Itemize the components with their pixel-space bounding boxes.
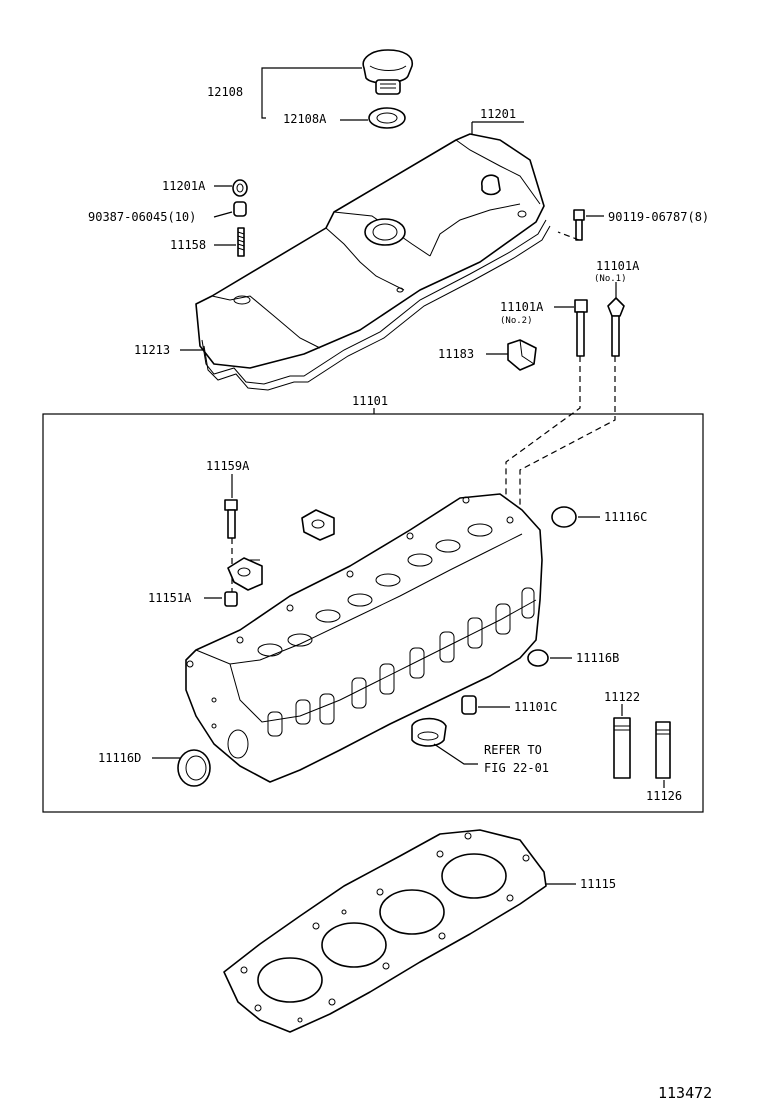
cylinder-head-cover xyxy=(195,133,545,369)
label-refer-to: REFER TO xyxy=(484,743,542,757)
label-11201a: 11201A xyxy=(162,179,206,193)
label-11122: 11122 xyxy=(604,690,640,704)
grommet-11201a xyxy=(232,179,248,197)
oil-filler-cap xyxy=(362,49,413,95)
label-11101a-no1: 11101A xyxy=(596,259,640,273)
label-fig-ref: FIG 22-01 xyxy=(484,761,549,775)
label-12108a: 12108A xyxy=(283,112,327,126)
label-11116c: 11116C xyxy=(604,510,647,524)
insert-11101c xyxy=(461,695,477,715)
refer-part xyxy=(411,717,447,747)
stud-11158 xyxy=(237,227,245,257)
label-11101: 11101 xyxy=(352,394,388,408)
plug-11116b xyxy=(527,649,549,667)
bracket-11183 xyxy=(507,339,537,371)
label-11183: 11183 xyxy=(438,347,474,361)
cylinder-head xyxy=(185,493,543,783)
camshaft-cap-loose xyxy=(301,509,335,541)
dashed-path-no1 xyxy=(519,356,616,520)
guide-11126 xyxy=(655,721,671,779)
guide-11122 xyxy=(613,717,631,779)
filler-cap-gasket xyxy=(368,107,406,129)
label-90387: 90387-06045(10) xyxy=(88,210,196,224)
dowel-11151a xyxy=(224,591,238,607)
label-11159a: 11159A xyxy=(206,459,250,473)
label-11101c: 11101C xyxy=(514,700,557,714)
head-gasket xyxy=(223,829,547,1033)
figure-id: 113472 xyxy=(658,1084,712,1102)
label-11116d: 11116D xyxy=(98,751,141,765)
label-11116b: 11116B xyxy=(576,651,619,665)
label-11213: 11213 xyxy=(134,343,170,357)
seal-11116d xyxy=(177,749,211,787)
label-11158: 11158 xyxy=(170,238,206,252)
label-11126: 11126 xyxy=(646,789,682,803)
label-11101a-no1-qualifier: (No.1) xyxy=(594,274,627,284)
bolt-11101a-no1 xyxy=(607,297,625,357)
camshaft-cap xyxy=(227,557,263,591)
leader-90119-dashed xyxy=(557,231,580,241)
nut-90387 xyxy=(233,201,247,217)
label-11201: 11201 xyxy=(480,107,516,121)
leader-refer xyxy=(433,743,478,765)
cylinder-head-subassembly-frame xyxy=(42,413,704,813)
bolt-11159a xyxy=(224,499,238,539)
leader-90387 xyxy=(213,211,233,218)
leader-12108 xyxy=(261,67,368,121)
label-90119: 90119-06787(8) xyxy=(608,210,709,224)
label-11151a: 11151A xyxy=(148,591,192,605)
bolt-11101a-no2 xyxy=(574,299,588,357)
label-11115: 11115 xyxy=(580,877,616,891)
cover-gasket xyxy=(201,219,551,391)
plug-11116c xyxy=(551,506,577,528)
label-11101a-no2-qualifier: (No.2) xyxy=(500,316,533,326)
bolt-90119 xyxy=(573,209,585,241)
label-11101a-no2: 11101A xyxy=(500,300,544,314)
label-12108: 12108 xyxy=(207,85,243,99)
